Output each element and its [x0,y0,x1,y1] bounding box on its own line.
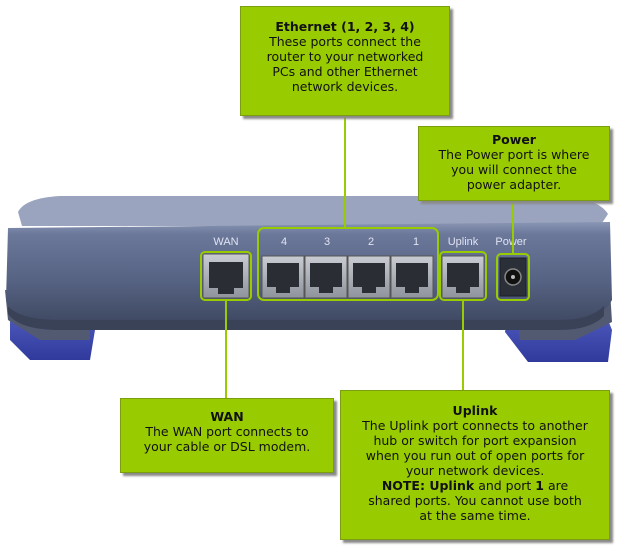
callout-wan: WAN The WAN port connects to your cable … [120,398,334,473]
callout-ethernet-line: These ports connect the [269,34,421,49]
ethernet-port-2 [347,255,391,299]
callout-power-title: Power [492,132,536,147]
label-port-3: 3 [324,236,330,248]
note-uplink: Uplink [429,478,475,493]
power-highlight [496,253,530,301]
power-port [499,257,527,297]
ethernet-port-1 [390,255,434,299]
callout-uplink-note-line: at the same time. [419,508,531,523]
ethernet-highlight [257,227,439,301]
callout-ethernet: Ethernet (1, 2, 3, 4) These ports connec… [240,6,450,116]
callout-power: Power The Power port is where you will c… [418,126,610,201]
label-port-1: 1 [413,236,419,248]
router-top [18,196,608,226]
uplink-port [441,255,485,299]
callout-uplink-line: your network devices. [405,463,545,478]
label-uplink: Uplink [448,236,479,248]
callout-ethernet-line: router to your networked [266,49,424,64]
uplink-highlight [439,251,487,301]
callout-power-line: you will connect the [451,162,577,177]
callout-uplink-title: Uplink [452,403,498,418]
wan-highlight [200,251,252,301]
callout-uplink-line: when you run out of open ports for [365,448,585,463]
callout-ethernet-line: network devices. [291,79,399,94]
ethernet-port-3 [304,255,348,299]
note-label: NOTE: [381,478,430,493]
callout-power-line: power adapter. [466,177,562,192]
callout-uplink-note-line: shared ports. You cannot use both [368,493,582,508]
note-end: are [543,478,569,493]
callout-wan-line: your cable or DSL modem. [143,439,311,454]
label-wan: WAN [213,236,238,248]
ethernet-port-4 [261,255,305,299]
wan-port [202,253,250,299]
note-port: 1 [535,478,544,493]
callout-power-line: The Power port is where [438,147,590,162]
callout-uplink: Uplink The Uplink port connects to anoth… [340,390,610,540]
callout-wan-title: WAN [210,409,244,424]
callout-uplink-line: hub or switch for port expansion [373,433,577,448]
callout-wan-line: The WAN port connects to [145,424,309,439]
label-port-4: 4 [281,236,287,248]
callout-ethernet-line: PCs and other Ethernet [272,64,418,79]
label-port-2: 2 [368,236,374,248]
note-mid: and port [474,478,536,493]
callout-uplink-note: NOTE: Uplink and port 1 are [341,478,609,493]
label-power: Power [495,236,527,248]
callout-uplink-line: The Uplink port connects to another [362,418,588,433]
callout-ethernet-title: Ethernet (1, 2, 3, 4) [275,19,415,34]
